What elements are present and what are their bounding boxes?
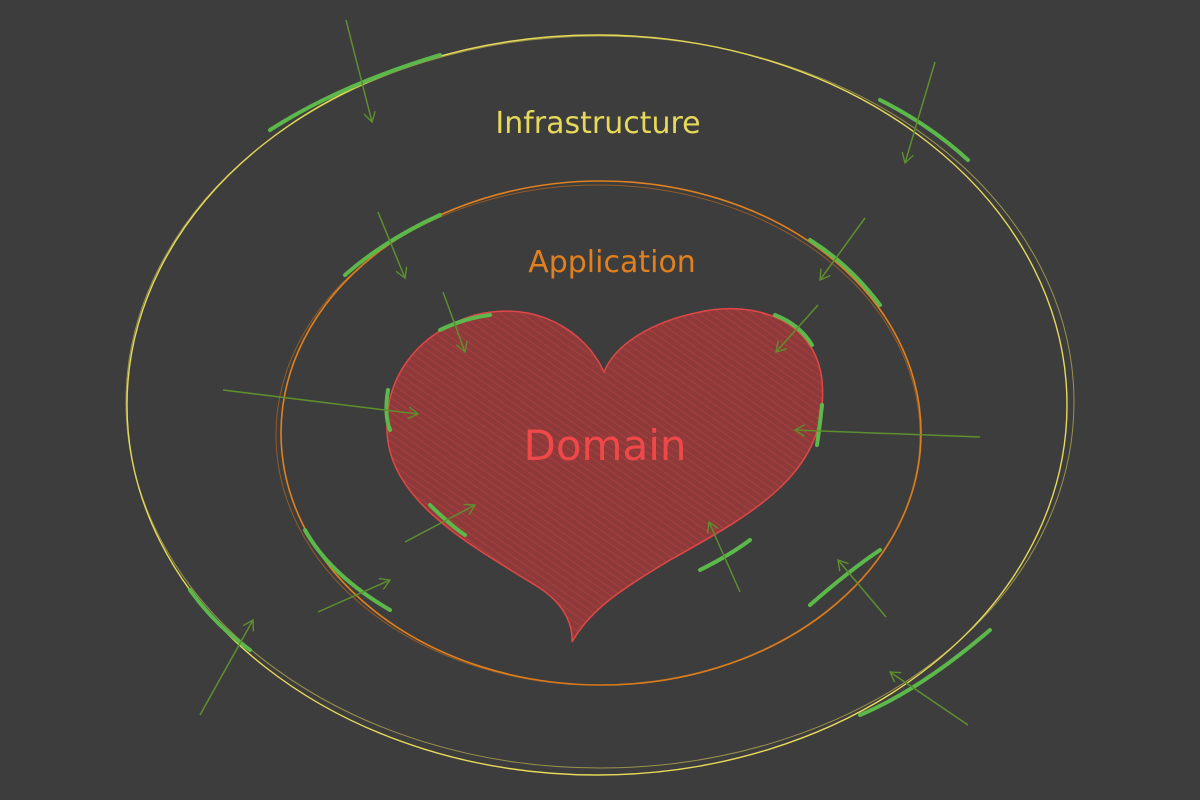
dependency-arrows [199,19,981,726]
arrow-bottom-left-app [317,580,390,613]
arrow-left-domain [222,389,418,414]
arrow-top-right-outer [905,61,936,163]
infrastructure-label: Infrastructure [495,106,700,141]
arrow-top-left-domain [442,291,465,352]
domain-label: Domain [524,421,687,470]
arrow-bottom-left-domain [404,505,475,543]
boundary-highlights [188,53,992,717]
domain-heart [386,308,824,643]
infrastructure-ring [125,34,1075,776]
arrow-top-right-domain [776,304,819,352]
arrow-bottom-right-app [838,560,887,618]
arrow-top-left-outer [345,19,372,122]
arrow-bottom-right-outer [890,672,969,726]
arrow-bottom-left-outer [199,620,253,716]
application-label: Application [528,245,696,280]
arrow-bottom-right-domain [709,522,741,593]
arrow-top-left-app [377,211,405,278]
arrow-top-right-app [820,217,866,280]
arrow-right-domain [795,430,981,438]
